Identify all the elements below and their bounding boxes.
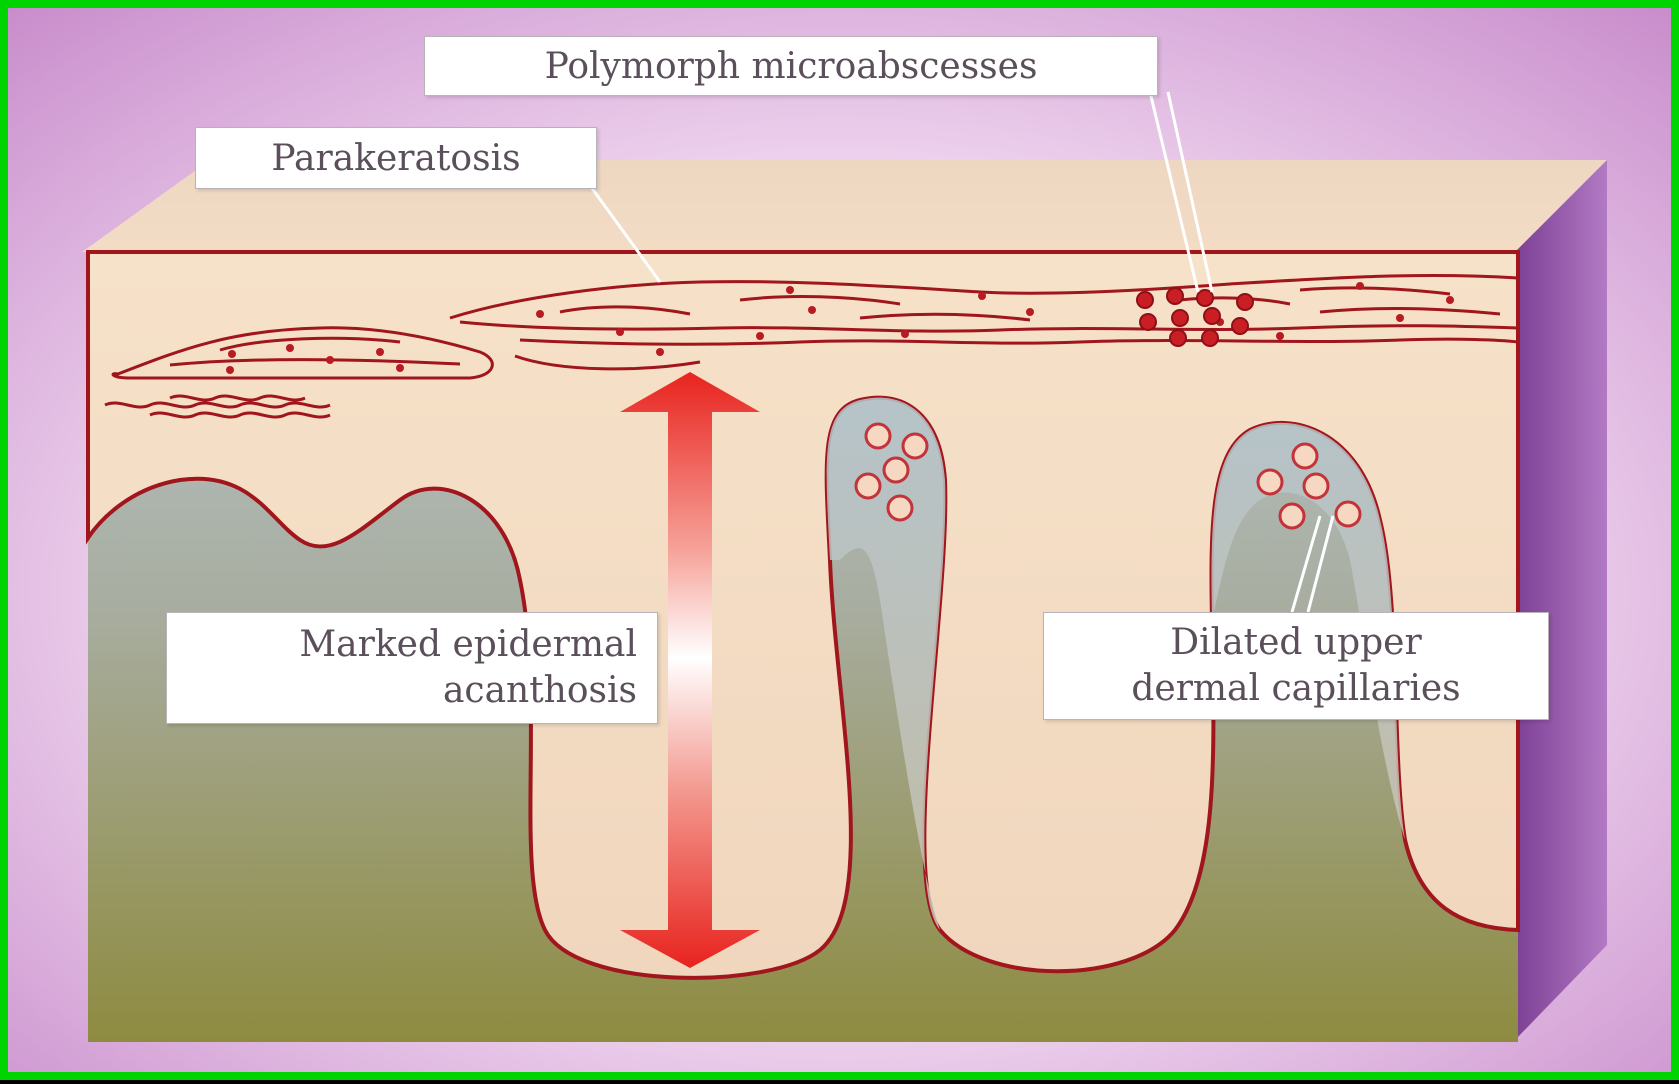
label-capillaries-line2: dermal capillaries <box>1131 666 1460 712</box>
label-epidermal-acanthosis: Marked epidermal acanthosis <box>166 612 658 724</box>
label-acanthosis-line2: acanthosis <box>443 668 637 714</box>
label-parakeratosis-text: Parakeratosis <box>271 138 520 179</box>
block-side-face <box>1515 160 1607 1040</box>
label-dermal-capillaries: Dilated upper dermal capillaries <box>1043 612 1549 720</box>
label-acanthosis-line1: Marked epidermal <box>299 622 637 668</box>
label-polymorph-text: Polymorph microabscesses <box>545 46 1038 87</box>
label-capillaries-line1: Dilated upper <box>1170 620 1421 666</box>
label-parakeratosis: Parakeratosis <box>195 127 597 189</box>
label-polymorph-microabscesses: Polymorph microabscesses <box>424 36 1158 96</box>
